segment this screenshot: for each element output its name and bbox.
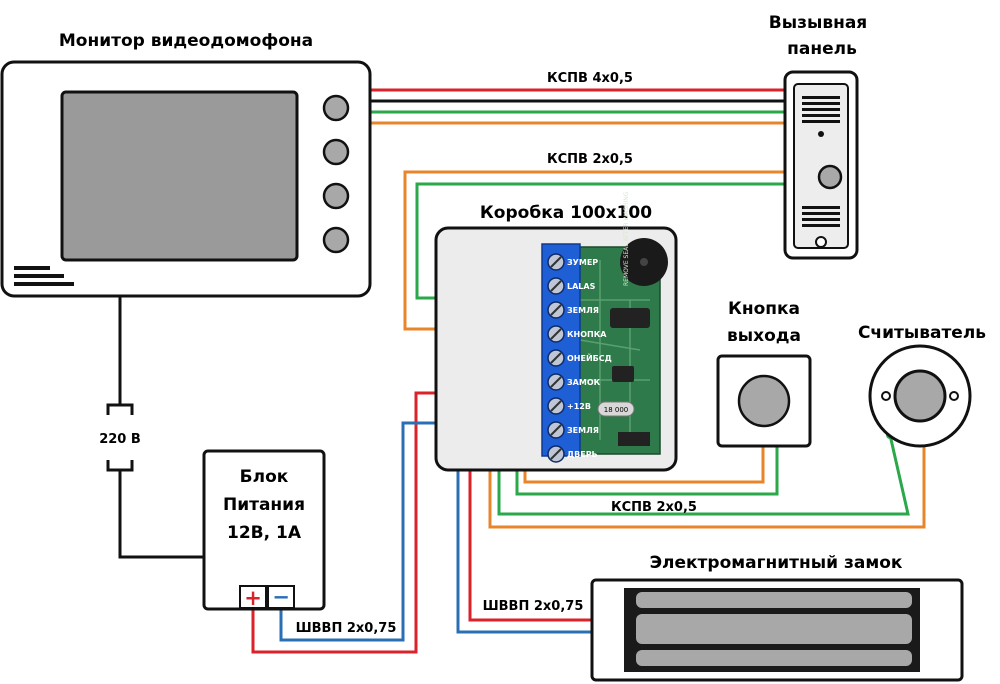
minus-sign: − — [272, 585, 290, 609]
monitor-title: Монитор видеодомофона — [59, 31, 313, 51]
terminal-label: +12В — [567, 402, 591, 411]
cable-label-shvvp-lock: ШВВП 2x0,75 — [483, 599, 584, 614]
reader-title: Считыватель — [858, 323, 986, 343]
call-panel — [783, 70, 859, 260]
crystal-oscillator — [597, 401, 635, 417]
power-supply: + − — [202, 449, 326, 611]
card-reader — [868, 344, 972, 448]
call-panel-title-line1: Вызывная — [769, 13, 867, 33]
terminal-screw-slot — [550, 424, 562, 436]
intercom-monitor — [0, 60, 372, 298]
cable-label-ksp-4: КСПВ 4x0,5 — [547, 71, 633, 86]
mains-plug-top — [106, 403, 134, 415]
lock-plate — [636, 614, 912, 644]
cable-label-shvvp-psu: ШВВП 2x0,75 — [296, 621, 397, 636]
electromagnetic-lock — [590, 578, 964, 682]
terminal-label: ЗЕМЛЯ — [567, 306, 599, 315]
wire-mains-bottom — [118, 470, 204, 559]
terminal-label: ОНЕЙБСД — [567, 352, 612, 363]
terminal-screw-slot — [550, 304, 562, 316]
terminal-label: LALAS — [567, 282, 596, 291]
controller-chip — [612, 366, 634, 382]
monitor-speaker-slot — [14, 266, 50, 270]
monitor-button — [322, 182, 350, 210]
lock-title: Электромагнитный замок — [650, 553, 903, 573]
monitor-speaker-slot — [14, 282, 74, 286]
reader-pad — [893, 369, 947, 423]
call-button — [817, 164, 843, 190]
lock-plate — [636, 592, 912, 608]
plus-sign: + — [244, 586, 262, 610]
terminal-screw-slot — [550, 376, 562, 388]
terminal-screw-slot — [550, 352, 562, 364]
psu-title-line1: Блок — [240, 467, 289, 487]
exit-push-button — [737, 374, 791, 428]
terminal-label: ЗУМЕР — [567, 258, 598, 267]
terminal-label: ДВЕРЬ — [567, 450, 598, 459]
monitor-speaker-slot — [14, 274, 64, 278]
access-controller: 18 000 REMOVE SEAL AFTER WASHING ЗУМЕР LA… — [541, 191, 668, 463]
terminal-screw-slot — [550, 280, 562, 292]
terminal-screw-slot — [550, 448, 562, 460]
monitor-button — [322, 94, 350, 122]
cable-label-ksp-2-bottom: КСПВ 2x0,5 — [611, 500, 697, 515]
call-panel-title-line2: панель — [787, 39, 857, 59]
lock-plate — [636, 650, 912, 666]
terminal-screw-slot — [550, 328, 562, 340]
terminal-block — [541, 243, 581, 457]
cable-label-ksp-2-top: КСПВ 2x0,5 — [547, 152, 633, 167]
exit-button-title-line1: Кнопка — [728, 299, 800, 319]
header-pins — [618, 432, 650, 446]
psu-title-line2: Питания — [223, 495, 305, 515]
terminal-label: КНОПКА — [567, 330, 607, 339]
psu-terminal-plus — [239, 585, 267, 609]
psu-title-line3: 12В, 1А — [227, 523, 302, 543]
terminal-screw-slot — [550, 256, 562, 268]
exit-button-title-line2: выхода — [727, 326, 801, 346]
terminal-label: ЗАМОК — [567, 378, 601, 387]
box-title: Коробка 100x100 — [480, 203, 652, 223]
mains-voltage-label: 220 В — [99, 432, 141, 447]
controller-chip — [610, 308, 650, 328]
psu-terminal-minus — [267, 585, 295, 609]
camera-icon — [818, 131, 824, 137]
monitor-screen — [60, 90, 299, 262]
crystal-label: 18 000 — [604, 406, 629, 414]
exit-button — [716, 354, 812, 448]
panel-indicator — [815, 236, 827, 248]
reader-mount-hole — [881, 391, 891, 401]
terminal-label: ЗЕМЛЯ — [567, 426, 599, 435]
mains-plug-bottom — [106, 460, 134, 472]
monitor-button — [322, 226, 350, 254]
buzzer-label: REMOVE SEAL AFTER WASHING — [623, 191, 630, 286]
reader-mount-hole — [949, 391, 959, 401]
monitor-button — [322, 138, 350, 166]
terminal-screw-slot — [550, 400, 562, 412]
